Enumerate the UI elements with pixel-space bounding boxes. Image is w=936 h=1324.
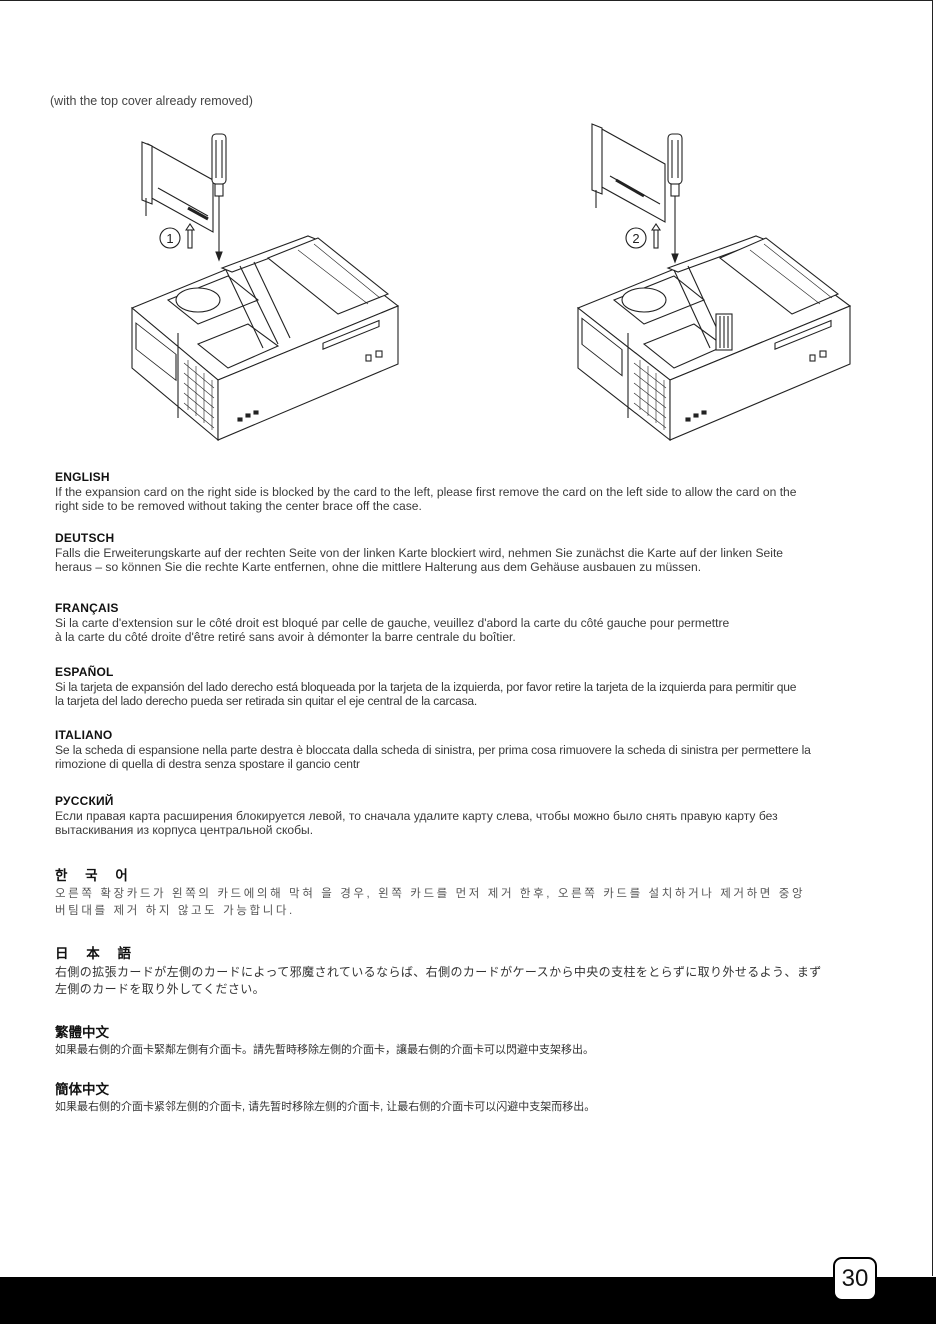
heading-traditional-chinese: 繁體中文 <box>55 1025 109 1040</box>
page-border <box>0 0 933 1276</box>
figure-note: (with the top cover already removed) <box>50 94 253 108</box>
step-2-circle-icon <box>625 227 647 249</box>
heading-korean: 한 국 어 <box>55 868 135 883</box>
text-simplified-chinese: 如果最右侧的介面卡紧邻左侧的介面卡, 请先暂时移除左侧的介面卡, 让最右侧的介面… <box>55 1101 596 1113</box>
section-espanol: ESPAÑOL Si la tarjeta de expansión del l… <box>55 665 880 708</box>
computer-case-icon <box>130 235 400 442</box>
screwdriver-icon <box>667 133 683 264</box>
text-english: If the expansion card on the right side … <box>55 485 797 513</box>
computer-case-icon <box>576 235 852 442</box>
footer-bar <box>0 1277 936 1324</box>
heading-russian: РУССКИЙ <box>55 794 114 808</box>
step-2-label: 2 <box>632 231 639 246</box>
section-simplified-chinese: 簡体中文 如果最右侧的介面卡紧邻左侧的介面卡, 请先暂时移除左侧的介面卡, 让最… <box>55 1078 880 1114</box>
page-number: 30 <box>833 1257 877 1301</box>
section-russian: РУССКИЙ Если правая карта расширения бло… <box>55 794 880 837</box>
heading-italiano: ITALIANO <box>55 728 113 742</box>
section-english: ENGLISH If the expansion card on the rig… <box>55 470 880 513</box>
text-traditional-chinese: 如果最右側的介面卡緊鄰左側有介面卡。請先暫時移除左側的介面卡，讓最右側的介面卡可… <box>55 1044 594 1056</box>
up-arrow-icon <box>184 223 196 249</box>
illustration-step-2: 2 <box>570 118 860 448</box>
heading-deutsch: DEUTSCH <box>55 531 115 545</box>
heading-english: ENGLISH <box>55 470 110 484</box>
section-deutsch: DEUTSCH Falls die Erweiterungskarte auf … <box>55 531 880 574</box>
text-deutsch: Falls die Erweiterungskarte auf der rech… <box>55 546 784 574</box>
step-1-circle-icon <box>159 227 181 249</box>
up-arrow-icon <box>650 223 662 249</box>
heading-espanol: ESPAÑOL <box>55 665 114 679</box>
text-espanol: Si la tarjeta de expansión del lado dere… <box>55 680 797 708</box>
expansion-card-icon <box>591 123 666 223</box>
text-korean: 오른쪽 확장카드가 왼쪽의 카드에의해 막혀 을 경우, 왼쪽 카드를 먼저 제… <box>55 888 806 917</box>
heading-simplified-chinese: 簡体中文 <box>55 1082 109 1097</box>
section-japanese: 日 本 語 右側の拡張カードが左側のカードによって邪魔されているならば、右側のカ… <box>55 942 880 998</box>
section-korean: 한 국 어 오른쪽 확장카드가 왼쪽의 카드에의해 막혀 을 경우, 왼쪽 카드… <box>55 864 880 920</box>
text-francais: Si la carte d'extension sur le côté droi… <box>55 616 730 644</box>
heading-francais: FRANÇAIS <box>55 601 119 615</box>
text-italiano: Se la scheda di espansione nella parte d… <box>55 743 811 771</box>
heading-japanese: 日 本 語 <box>55 946 139 961</box>
screwdriver-icon <box>211 133 227 262</box>
text-russian: Если правая карта расширения блокируется… <box>55 809 778 837</box>
section-francais: FRANÇAIS Si la carte d'extension sur le … <box>55 601 880 644</box>
expansion-card-icon <box>141 141 214 233</box>
section-italiano: ITALIANO Se la scheda di espansione nell… <box>55 728 880 771</box>
step-1-label: 1 <box>166 231 173 246</box>
illustration-step-1: 1 <box>118 118 408 448</box>
text-japanese: 右側の拡張カードが左側のカードによって邪魔されているならば、右側のカードがケース… <box>55 965 822 996</box>
section-traditional-chinese: 繁體中文 如果最右側的介面卡緊鄰左側有介面卡。請先暫時移除左側的介面卡，讓最右側… <box>55 1021 880 1057</box>
